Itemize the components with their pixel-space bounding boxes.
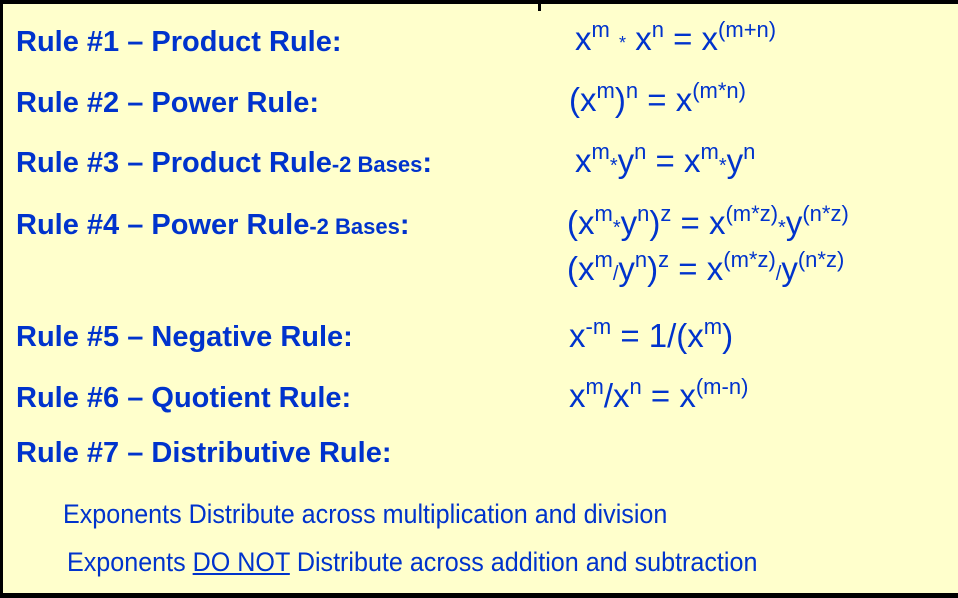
rule-4-label: Rule #4 – Power Rule-2 Bases: [16,209,410,241]
rule-6-formula: xm/xn = x(m-n) [569,374,749,415]
rule-3-formula: xm*yn = xm*yn [575,139,756,180]
top-tick-mark [538,4,541,11]
rule-5-formula: x-m = 1/(xm) [569,314,734,355]
rule-4-formula-product: (xm*yn)z = x(m*z)*y(n*z) [567,201,849,242]
rule-3-label: Rule #3 – Product Rule-2 Bases: [16,147,433,179]
rule-1-label: Rule #1 – Product Rule: [16,26,342,58]
distribute-note: Exponents Distribute across multiplicati… [63,499,668,529]
do-not-emphasis: DO NOT [192,547,290,577]
rule-7-label: Rule #7 – Distributive Rule: [16,437,392,469]
rule-2-formula: (xm)n = x(m*n) [569,78,746,119]
rule-5-label: Rule #5 – Negative Rule: [16,321,353,353]
rule-2-label: Rule #2 – Power Rule: [16,87,319,119]
rule-4-formula-quotient: (xm/yn)z = x(m*z)/y(n*z) [567,247,845,288]
rule-6-label: Rule #6 – Quotient Rule: [16,382,352,414]
do-not-distribute-note: Exponents DO NOT Distribute across addit… [67,547,758,577]
rule-1-formula: xm * xn = x(m+n) [575,17,777,58]
